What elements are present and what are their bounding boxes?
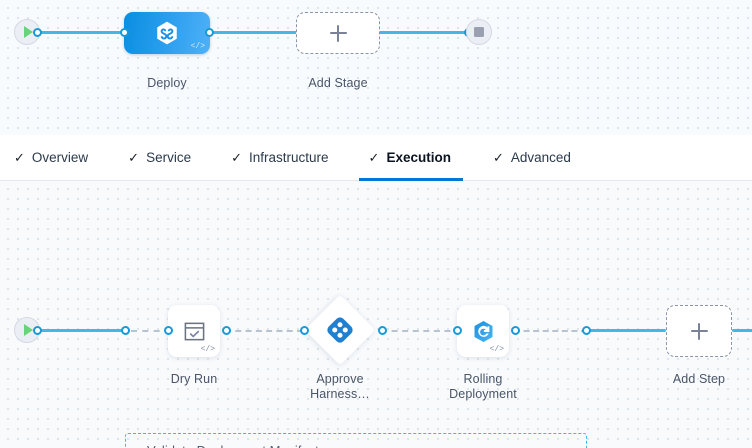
tab-infrastructure[interactable]: ✓ Infrastructure	[231, 135, 328, 181]
step-node-approval[interactable]	[314, 304, 366, 356]
connector-dot-rolling-out[interactable]	[511, 326, 520, 335]
add-stage-label: Add Stage	[308, 76, 368, 90]
stage-tab-bar: ✓ Overview ✓ Service ✓ Infrastructure ✓ …	[0, 135, 752, 181]
connector-dot-rolling-in[interactable]	[453, 326, 462, 335]
tab-execution[interactable]: ✓ Execution	[358, 135, 464, 181]
stage-label-deploy: Deploy	[147, 76, 187, 90]
check-icon: ✓	[492, 150, 504, 165]
pipeline-end-node[interactable]	[466, 19, 492, 45]
connector-dot-group-out[interactable]	[582, 326, 591, 335]
stop-icon	[474, 27, 484, 37]
connector-dash-approval-rolling	[381, 330, 461, 332]
connector-dot-start-out[interactable]	[33, 28, 42, 37]
tab-overview[interactable]: ✓ Overview	[14, 135, 88, 181]
connector-line-start-group	[36, 329, 130, 332]
tab-service[interactable]: ✓ Service	[128, 135, 191, 181]
play-icon	[23, 324, 33, 336]
check-icon: ✓	[368, 150, 380, 165]
add-step-label: Add Step	[672, 372, 726, 386]
stage-node-deploy[interactable]: </>	[124, 12, 210, 54]
connector-dot-approval-in[interactable]	[300, 326, 309, 335]
step-node-dry-run[interactable]: </>	[168, 305, 220, 357]
connector-dot-dryrun-in[interactable]	[164, 326, 173, 335]
connector-dot-deploy-out[interactable]	[205, 28, 214, 37]
connector-dot-dryrun-out[interactable]	[222, 326, 231, 335]
tab-label: Advanced	[510, 150, 571, 165]
connector-line-group-addstep	[586, 329, 666, 332]
harness-hexagon-icon	[157, 21, 177, 45]
play-icon	[23, 26, 33, 38]
connector-dash-rolling-groupend	[514, 330, 587, 332]
code-glyph-icon: </>	[190, 42, 205, 51]
window-check-icon	[184, 322, 204, 340]
connector-dot-group-in[interactable]	[121, 326, 130, 335]
connector-dot-approval-out[interactable]	[378, 326, 387, 335]
connector-line-deploy-addstage	[206, 31, 306, 34]
check-icon: ✓	[231, 150, 242, 165]
step-group-header[interactable]: Validate Deployment Manifest	[130, 443, 319, 448]
step-node-rolling-deployment[interactable]: </>	[457, 305, 509, 357]
connector-dash-dryrun-approval	[225, 330, 303, 332]
connector-line-addstage-end	[370, 31, 470, 34]
tab-advanced[interactable]: ✓ Advanced	[493, 135, 571, 181]
tab-label: Execution	[386, 150, 451, 165]
connector-line-addstep-right	[732, 329, 752, 332]
plus-icon	[329, 24, 347, 42]
connector-dot-deploy-in[interactable]	[120, 28, 129, 37]
rolling-deploy-icon	[474, 320, 492, 342]
check-icon: ✓	[128, 150, 140, 165]
plus-icon	[690, 322, 708, 340]
tab-label: Service	[146, 150, 192, 165]
code-glyph-icon: </>	[200, 345, 215, 354]
step-label-dry-run: Dry Run	[170, 372, 218, 386]
connector-line-start-deploy	[36, 31, 128, 34]
code-glyph-icon: </>	[489, 345, 504, 354]
harness-approval-icon	[327, 317, 353, 343]
step-label-approval: Approve Harness…	[310, 372, 370, 401]
add-step-button[interactable]	[666, 305, 732, 357]
check-icon: ✓	[14, 150, 25, 165]
step-label-rolling-deployment: Rolling Deployment	[449, 372, 517, 401]
connector-dash-group-dryrun	[131, 330, 171, 332]
stage-canvas[interactable]: </> Deploy Add Stage	[0, 0, 752, 135]
tab-label: Infrastructure	[249, 150, 329, 165]
step-group-validate-deployment-manifest[interactable]	[125, 433, 587, 448]
tab-label: Overview	[31, 150, 89, 165]
execution-step-canvas[interactable]: Validate Deployment Manifest </>	[0, 181, 752, 448]
connector-dot-exec-start-out[interactable]	[33, 326, 42, 335]
add-stage-button[interactable]	[296, 12, 380, 54]
step-group-title: Validate Deployment Manifest	[147, 443, 319, 448]
